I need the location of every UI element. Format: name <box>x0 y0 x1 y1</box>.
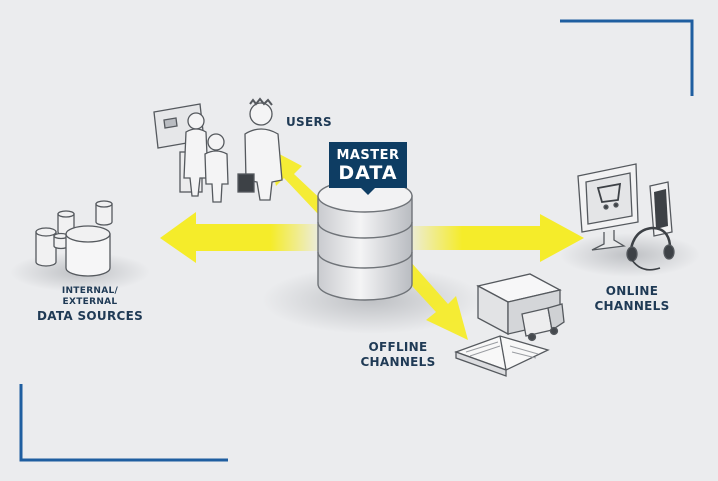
offline-channels-line2: CHANNELS <box>360 355 436 369</box>
online-channels-label: ONLINE CHANNELS <box>590 284 674 314</box>
users-label: USERS <box>286 115 332 129</box>
data-sources-line1: INTERNAL/ <box>61 286 119 296</box>
data-sources-line2: EXTERNAL <box>62 297 118 308</box>
offline-channels-line1: OFFLINE <box>368 340 428 354</box>
online-channels-line1: ONLINE <box>605 284 659 298</box>
corner-bracket-top-right <box>560 19 694 96</box>
arrow-to-users <box>268 148 328 214</box>
arrow-to-online-channels <box>410 214 584 262</box>
badge-pointer <box>360 187 376 195</box>
corner-bracket-bottom-left <box>19 384 228 462</box>
database-icon <box>317 179 413 301</box>
data-sources-icon <box>35 200 113 277</box>
data-sources-line3: DATA SOURCES <box>36 308 144 323</box>
master-data-line2: DATA <box>338 162 398 184</box>
data-sources-label: INTERNAL/ EXTERNAL DATA SOURCES <box>34 286 146 324</box>
master-data-badge: MASTER DATA <box>329 142 407 188</box>
offline-channels-label: OFFLINE CHANNELS <box>360 340 436 370</box>
online-channels-icon <box>577 163 675 271</box>
arrow-to-data-sources <box>160 212 318 263</box>
users-icon <box>153 97 283 203</box>
online-channels-line2: CHANNELS <box>594 299 670 313</box>
offline-channels-icon <box>454 273 565 377</box>
master-data-line1: MASTER <box>336 148 400 163</box>
